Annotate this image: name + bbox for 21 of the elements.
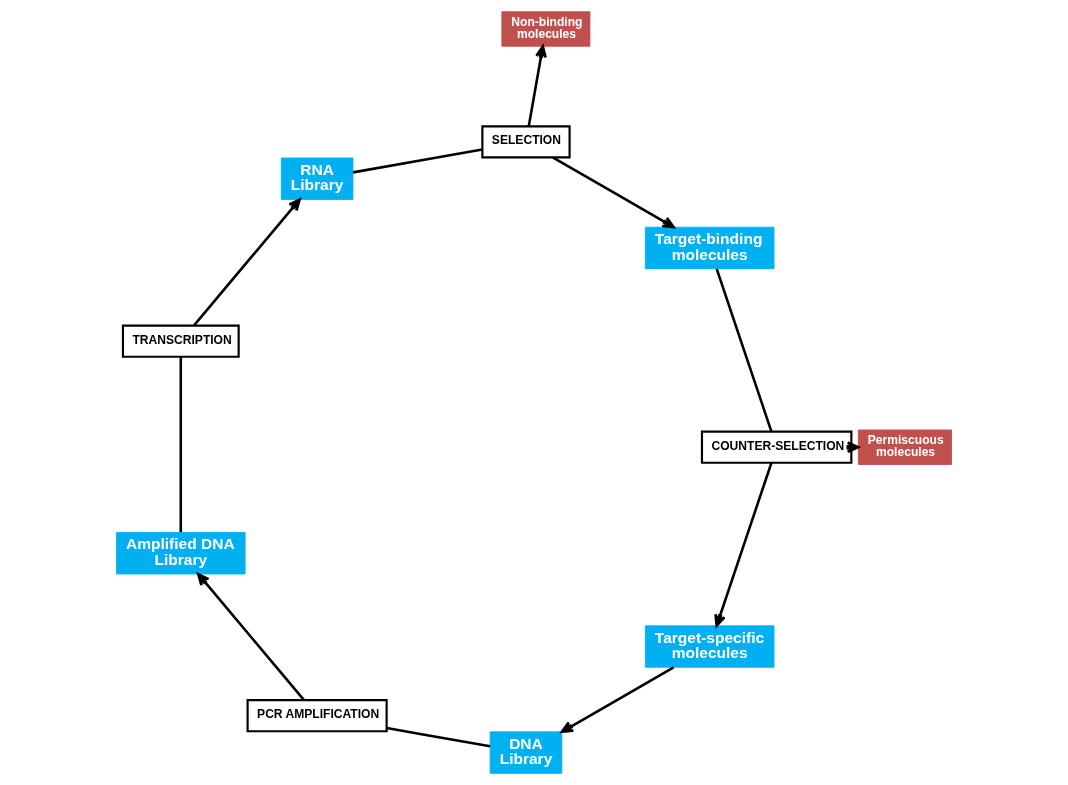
arrow [552, 156, 675, 229]
connector [386, 726, 491, 748]
node-box: DNA Library [489, 731, 563, 774]
connector [715, 268, 773, 433]
node-box: TRANSCRIPTION [121, 324, 240, 358]
node-box: Target-specific molecules [644, 625, 775, 668]
node-box: SELECTION [481, 125, 571, 159]
node-box: Permiscuous molecules [857, 429, 952, 465]
connector [179, 356, 183, 533]
arrow [197, 572, 306, 701]
node-box: PCR AMPLIFICATION [246, 699, 388, 733]
arrow [846, 441, 860, 454]
arrow [192, 198, 301, 327]
node-box: Amplified DNA Library [116, 532, 246, 575]
arrow [560, 666, 675, 734]
node-box: RNA Library [280, 157, 354, 200]
node-box: Non-binding molecules [501, 11, 591, 47]
connector [352, 148, 483, 174]
arrow [527, 45, 547, 127]
node-box: Target-binding molecules [644, 226, 775, 270]
arrow [714, 462, 773, 627]
